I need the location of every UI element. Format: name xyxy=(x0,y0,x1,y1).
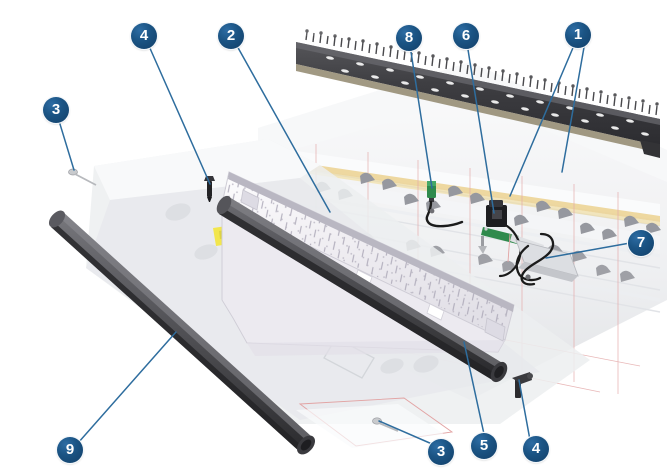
part-pinch-roller-shaft xyxy=(48,210,316,455)
callout-badge-7[interactable]: 7 xyxy=(628,230,654,256)
part-drive-roller-assembly xyxy=(216,195,508,383)
callout-badge-3[interactable]: 3 xyxy=(43,97,69,123)
callout-badge-4[interactable]: 4 xyxy=(131,23,157,49)
callout-badge-9[interactable]: 9 xyxy=(57,437,83,463)
callout-badge-6[interactable]: 6 xyxy=(453,23,479,49)
callout-badge-1[interactable]: 1 xyxy=(565,22,591,48)
leader-lines xyxy=(55,35,631,445)
callout-badge-4-lower[interactable]: 4 xyxy=(523,436,549,462)
callout-badge-3-lower[interactable]: 3 xyxy=(428,439,454,465)
part-platen-mounting-screw-upper xyxy=(68,168,97,186)
callout-badge-5[interactable]: 5 xyxy=(471,433,497,459)
callout-badge-8[interactable]: 8 xyxy=(396,25,422,51)
part-platen-mounting-screw-lower xyxy=(372,417,399,432)
callout-badge-2[interactable]: 2 xyxy=(218,23,244,49)
